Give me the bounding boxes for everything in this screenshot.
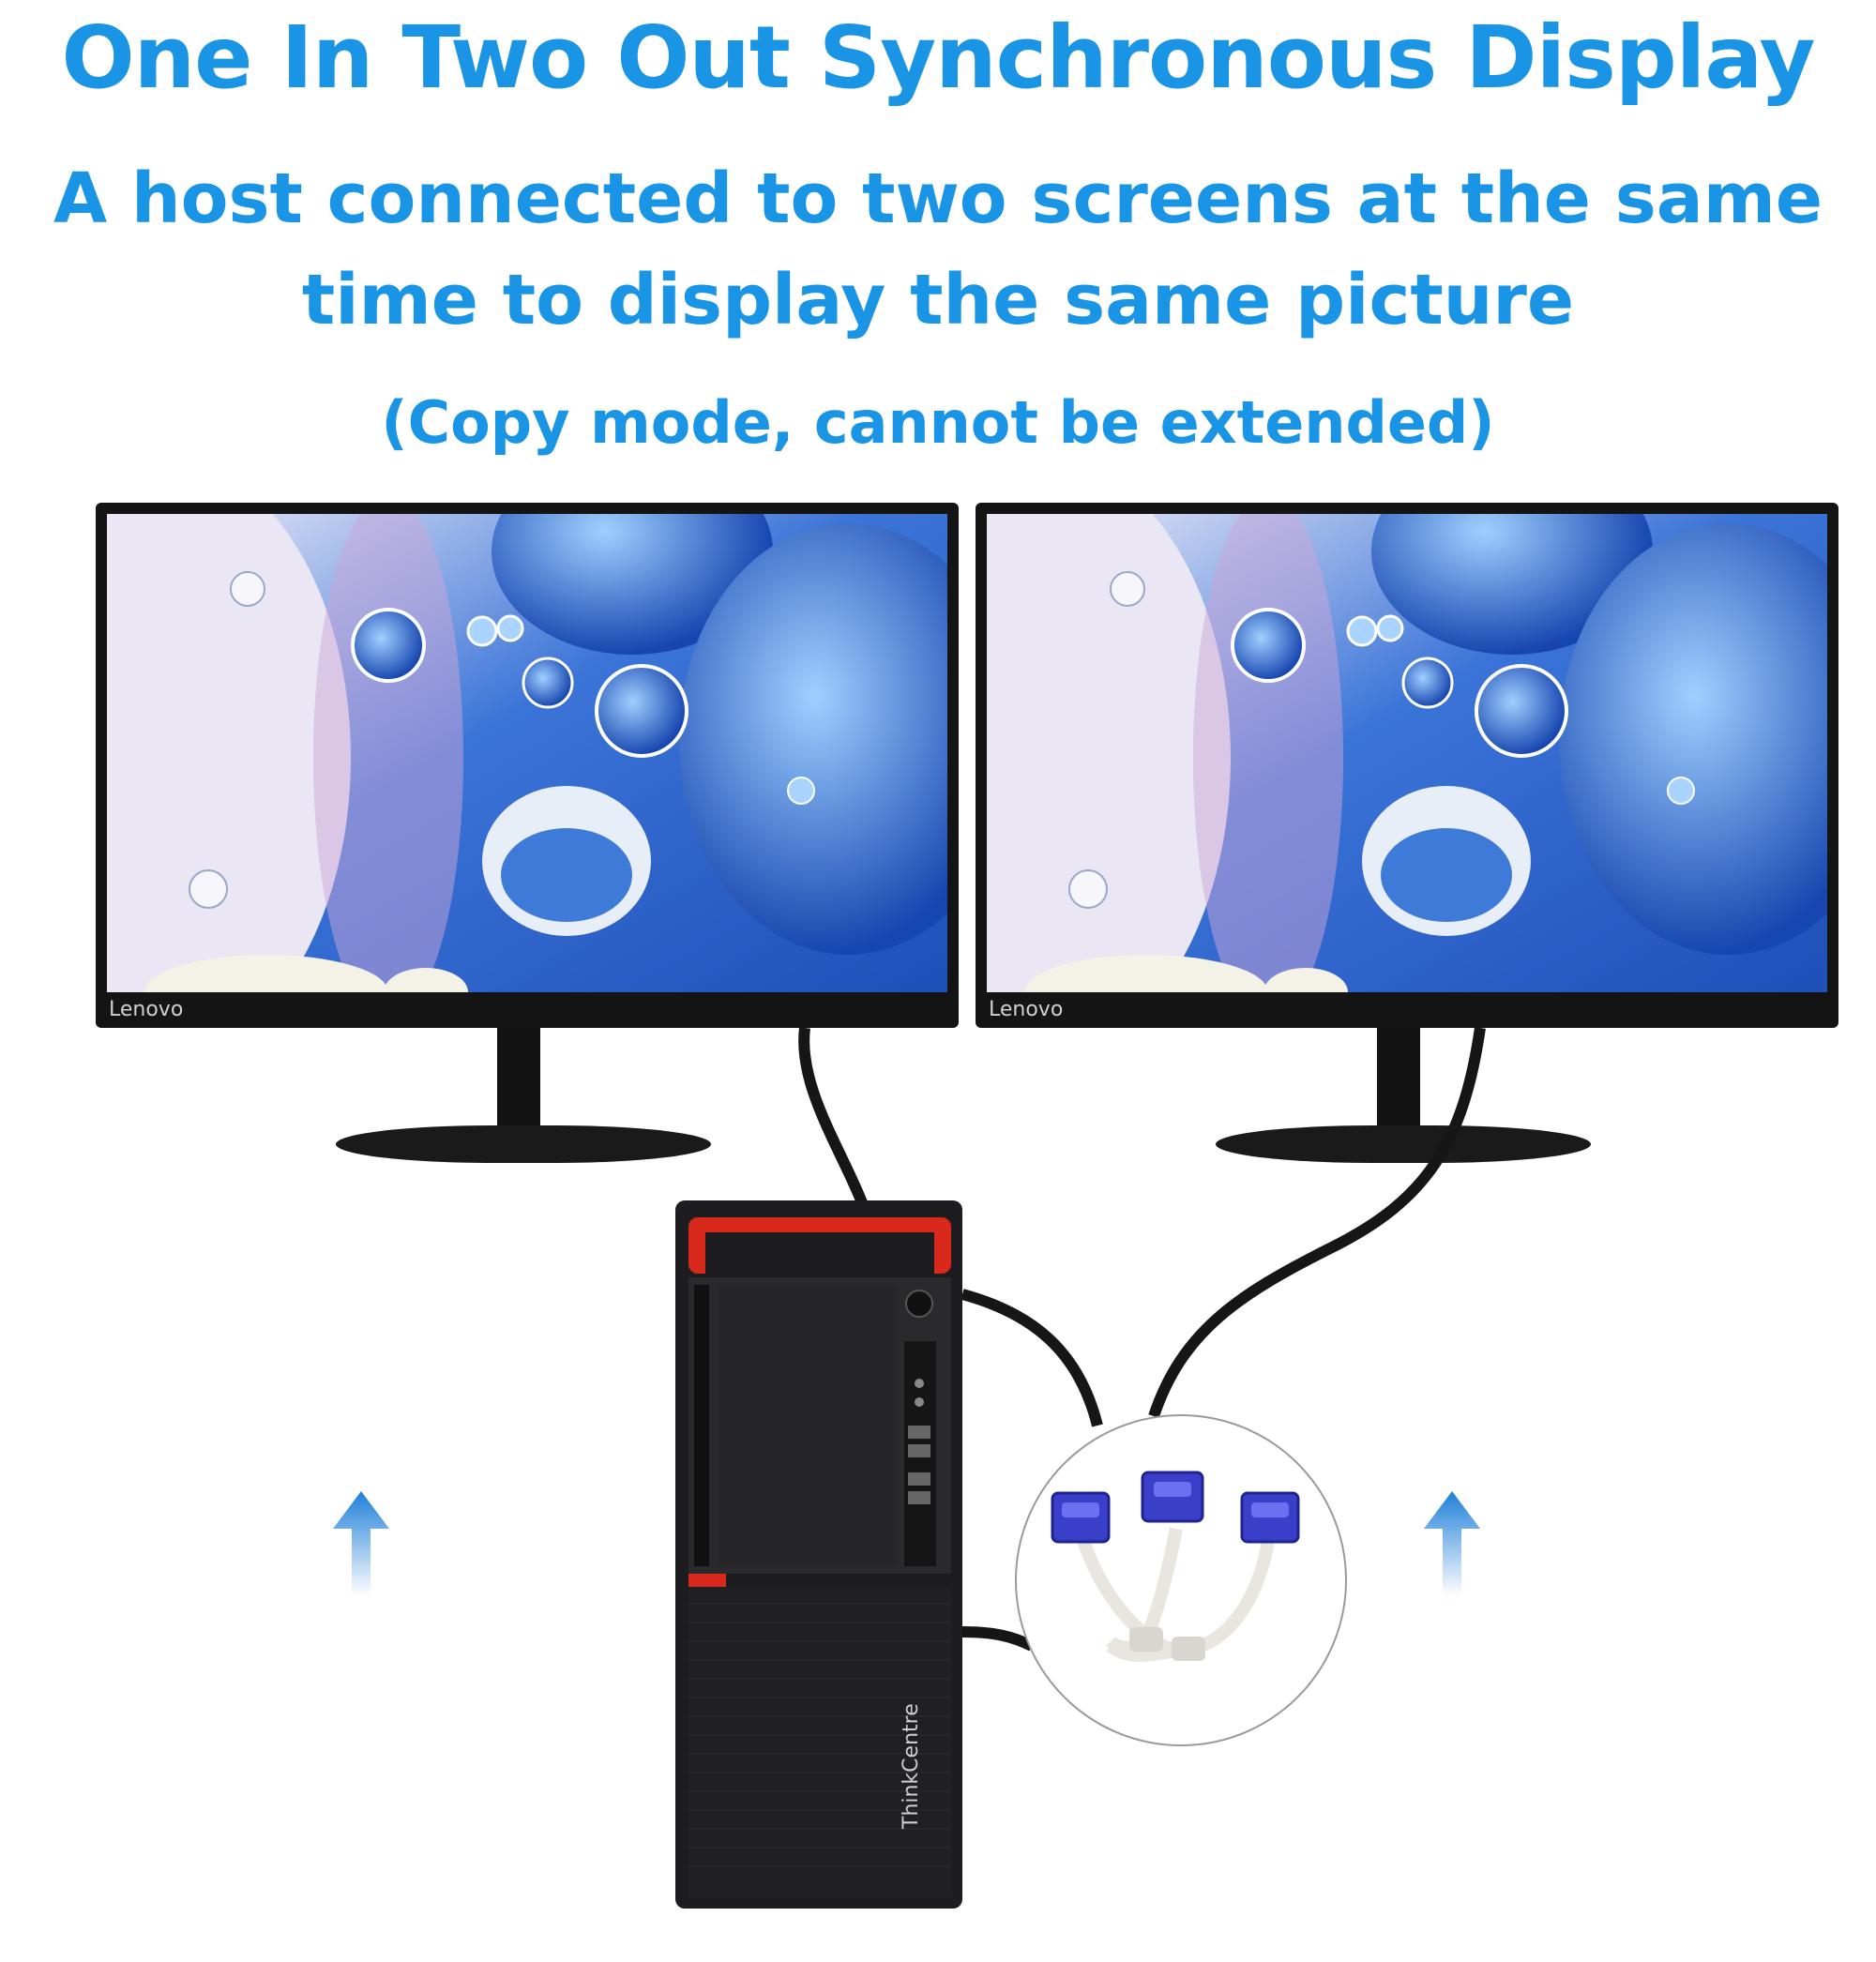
monitor-brand-logo: Lenovo (989, 998, 1064, 1021)
monitor-screen (987, 514, 1827, 992)
monitor-stand-neck (1377, 1028, 1420, 1131)
wallpaper-image (987, 514, 1827, 992)
subtitle-line-2: time to display the same picture (301, 260, 1575, 340)
tower-illustration: ThinkCentre (675, 1200, 962, 1909)
monitor-stand-base (1216, 1125, 1591, 1163)
monitor-right: Lenovo (976, 503, 1838, 1028)
monitor-screen (107, 514, 947, 992)
subtitle-line-1: A host connected to two screens at the s… (53, 158, 1823, 239)
page-title: One In Two Out Synchronous Display (61, 8, 1815, 108)
monitor-brand-logo: Lenovo (109, 998, 184, 1021)
monitor-stand-base (336, 1125, 711, 1163)
vga-splitter-cable-icon (1051, 1471, 1300, 1662)
splitter-inset (1015, 1414, 1347, 1746)
up-arrow-icon (333, 1491, 389, 1596)
monitor-stand-neck (497, 1028, 540, 1131)
tower-brand-text: ThinkCentre (900, 1703, 923, 1830)
mode-note: (Copy mode, cannot be extended) (381, 388, 1495, 457)
monitor-left: Lenovo (96, 503, 959, 1028)
up-arrow-icon (1424, 1491, 1480, 1596)
wallpaper-image (107, 514, 947, 992)
desktop-tower: ThinkCentre (675, 1200, 962, 1909)
page-subtitle: A host connected to two screens at the s… (0, 148, 1876, 351)
